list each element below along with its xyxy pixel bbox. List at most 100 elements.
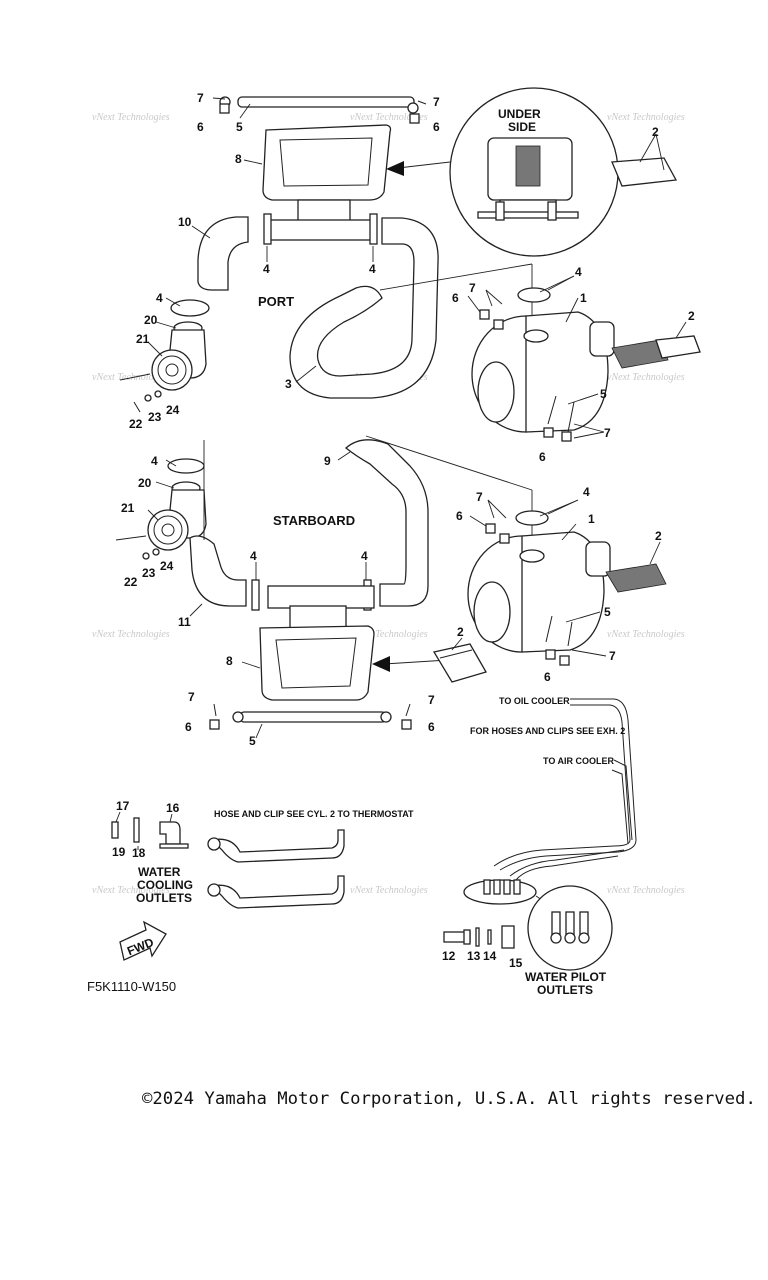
callout-21: 21 <box>121 501 135 515</box>
callout-6: 6 <box>452 291 459 305</box>
callout-4: 4 <box>583 485 590 499</box>
callout-20: 20 <box>144 313 158 327</box>
callout-15: 15 <box>509 956 523 970</box>
label-side: SIDE <box>508 120 536 134</box>
callout-24: 24 <box>160 559 174 573</box>
label-water-pilot-1: WATER PILOT <box>525 970 607 984</box>
leader-line <box>379 263 533 291</box>
callout-9: 9 <box>324 454 331 468</box>
watermark: vNext Technologies <box>607 372 685 383</box>
callout-2: 2 <box>655 529 662 543</box>
note-to-oil-cooler: TO OIL COOLER <box>499 696 570 706</box>
bolt-set-top-right <box>467 289 504 330</box>
label-starboard: STARBOARD <box>273 513 355 528</box>
label-under: UNDER <box>498 107 541 121</box>
fan-assembly-port <box>119 321 207 413</box>
hose-9 <box>337 439 429 607</box>
callout-2: 2 <box>457 625 464 639</box>
callout-6: 6 <box>544 670 551 684</box>
clamp-lower-left <box>165 297 210 317</box>
callout-6: 6 <box>539 450 546 464</box>
strap-set-top <box>543 393 605 442</box>
label-water-pilot-2: OUTLETS <box>537 983 593 997</box>
hose-3 <box>289 217 439 399</box>
intake-silencer-starboard <box>241 585 375 701</box>
callouts: 7 6 5 7 6 8 2 10 4 4 4 4 PORT 7 6 1 2 20… <box>112 91 695 970</box>
pilot-fittings <box>443 925 515 949</box>
callout-4: 4 <box>361 549 368 563</box>
callout-6: 6 <box>428 720 435 734</box>
callout-7: 7 <box>433 95 440 109</box>
leader-line <box>365 435 533 491</box>
callout-4: 4 <box>156 291 163 305</box>
callout-5: 5 <box>249 734 256 748</box>
callout-6: 6 <box>185 720 192 734</box>
callout-6: 6 <box>433 120 440 134</box>
callout-7: 7 <box>604 426 611 440</box>
hose-10 <box>191 216 249 291</box>
callout-16: 16 <box>166 801 180 815</box>
watermark: vNext Technologies <box>607 112 685 123</box>
callout-1: 1 <box>588 512 595 526</box>
callout-5: 5 <box>604 605 611 619</box>
watermark: vNext Technologies <box>607 885 685 896</box>
label-water-cooling-1: WATER <box>138 865 181 879</box>
note-hoses-clips: FOR HOSES AND CLIPS SEE EXH. 2 <box>470 726 625 736</box>
watermark: vNext Technologies <box>92 629 170 640</box>
callout-5: 5 <box>236 120 243 134</box>
filter-pad-top <box>611 321 701 369</box>
arrow-to-silencer <box>372 637 487 683</box>
clamp-starboard-left <box>165 458 205 474</box>
intake-silencer-top <box>243 124 392 241</box>
callout-18: 18 <box>132 846 146 860</box>
callout-6: 6 <box>456 509 463 523</box>
callout-4: 4 <box>575 265 582 279</box>
callout-24: 24 <box>166 403 180 417</box>
callout-7: 7 <box>188 690 195 704</box>
figure-code: F5K1110-W150 <box>87 979 176 994</box>
callout-7: 7 <box>197 91 204 105</box>
bolt-set-starboard <box>469 499 510 544</box>
fan-assembly-starboard <box>115 481 207 560</box>
pilot-outlets-detail <box>527 885 613 971</box>
callout-19: 19 <box>112 845 126 859</box>
callout-4: 4 <box>263 262 270 276</box>
callout-4: 4 <box>151 454 158 468</box>
stay-bar-bottom <box>209 703 412 739</box>
watermark: vNext Technologies <box>350 629 428 640</box>
callout-4: 4 <box>369 262 376 276</box>
callout-3: 3 <box>285 377 292 391</box>
clamp-top-right <box>517 275 575 303</box>
callout-11: 11 <box>178 615 191 629</box>
callout-2: 2 <box>652 125 659 139</box>
callout-23: 23 <box>148 410 162 424</box>
callout-8: 8 <box>235 152 242 166</box>
label-water-cooling-3: OUTLETS <box>136 891 192 905</box>
underside-detail: UNDER SIDE <box>449 87 678 257</box>
label-port: PORT <box>258 294 294 309</box>
callout-7: 7 <box>428 693 435 707</box>
stay-bar-top <box>219 96 419 119</box>
cooling-hoses <box>207 829 345 909</box>
forward-arrow-icon: FWD <box>119 920 167 961</box>
air-filter-starboard <box>467 523 611 653</box>
note-to-air-cooler: TO AIR COOLER <box>543 756 615 766</box>
note-thermostat: HOSE AND CLIP SEE CYL. 2 TO THERMOSTAT <box>214 809 414 819</box>
callout-2: 2 <box>688 309 695 323</box>
copyright-notice: ©2024 Yamaha Motor Corporation, U.S.A. A… <box>142 1089 756 1109</box>
callout-14: 14 <box>483 949 497 963</box>
callout-12: 12 <box>442 949 456 963</box>
callout-22: 22 <box>129 417 143 431</box>
callout-1: 1 <box>580 291 587 305</box>
arrow-to-underside <box>386 161 451 176</box>
callout-17: 17 <box>116 799 130 813</box>
filter-pad-starboard <box>605 541 667 593</box>
cooling-fittings <box>111 811 189 850</box>
watermark: vNext Technologies <box>92 885 170 896</box>
callout-23: 23 <box>142 566 156 580</box>
bolt-nut-set <box>212 97 427 124</box>
callout-4: 4 <box>250 549 257 563</box>
callout-10: 10 <box>178 215 192 229</box>
clamp-set <box>263 213 378 262</box>
